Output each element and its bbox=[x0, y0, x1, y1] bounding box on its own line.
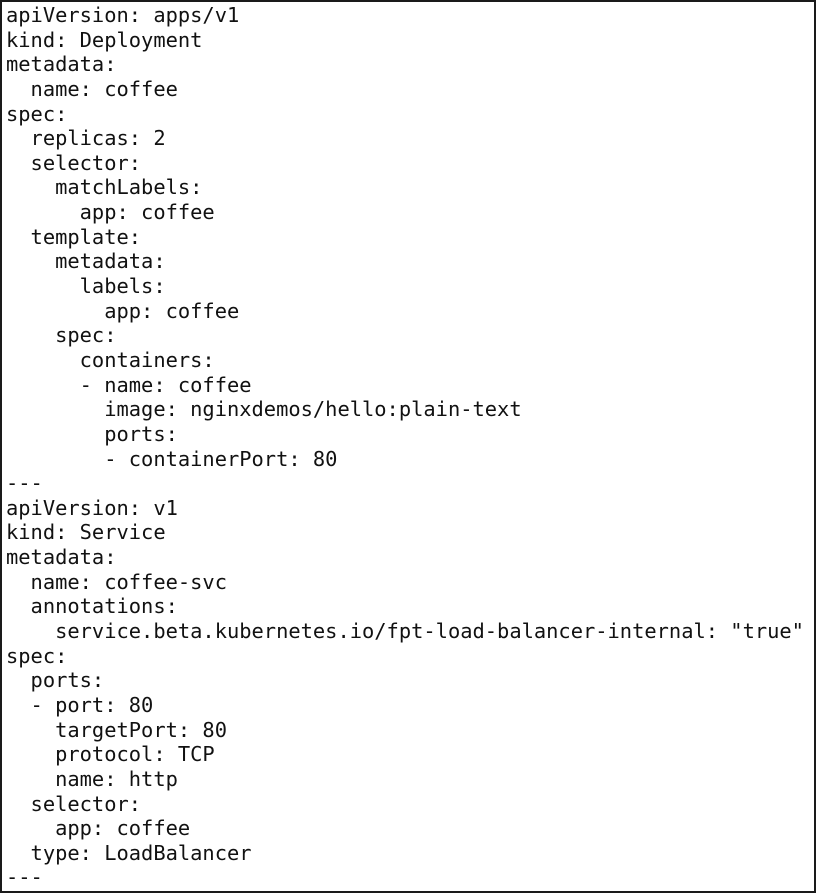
code-line: name: http bbox=[6, 766, 178, 791]
code-line: apiVersion: apps/v1 bbox=[6, 3, 240, 27]
code-line: app: coffee bbox=[6, 816, 191, 841]
code-line: metadata: bbox=[6, 249, 166, 274]
code-line: --- bbox=[6, 471, 43, 496]
code-line: protocol: TCP bbox=[6, 742, 215, 767]
code-line: app: coffee bbox=[6, 200, 215, 225]
code-line: selector: bbox=[6, 791, 142, 816]
code-line: replicas: 2 bbox=[6, 126, 166, 151]
code-line: image: nginxdemos/hello:plain-text bbox=[6, 397, 522, 422]
code-line: targetPort: 80 bbox=[6, 717, 227, 742]
code-line: --- bbox=[6, 865, 43, 890]
code-line: app: coffee bbox=[6, 298, 240, 323]
code-line: ports: bbox=[6, 668, 105, 693]
code-line: name: coffee bbox=[6, 76, 178, 101]
code-line: metadata: bbox=[6, 545, 117, 570]
code-line: annotations: bbox=[6, 594, 178, 619]
code-line: service.beta.kubernetes.io/fpt-load-bala… bbox=[6, 619, 804, 644]
code-line: kind: Service bbox=[6, 520, 166, 545]
code-line: metadata: bbox=[6, 52, 117, 77]
code-line: spec: bbox=[6, 323, 117, 348]
code-line: ports: bbox=[6, 421, 178, 446]
code-line: kind: Deployment bbox=[6, 27, 203, 52]
code-line: - containerPort: 80 bbox=[6, 446, 338, 471]
code-line: name: coffee-svc bbox=[6, 569, 227, 594]
code-line: apiVersion: v1 bbox=[6, 495, 178, 520]
code-line: spec: bbox=[6, 643, 68, 668]
code-line: selector: bbox=[6, 150, 142, 175]
code-line: type: LoadBalancer bbox=[6, 840, 252, 865]
code-line: matchLabels: bbox=[6, 175, 203, 200]
code-line: spec: bbox=[6, 101, 68, 126]
code-line: labels: bbox=[6, 274, 166, 299]
code-line: template: bbox=[6, 224, 142, 249]
code-line: containers: bbox=[6, 347, 215, 372]
code-line: - name: coffee bbox=[6, 372, 252, 397]
code-line: - port: 80 bbox=[6, 692, 154, 717]
